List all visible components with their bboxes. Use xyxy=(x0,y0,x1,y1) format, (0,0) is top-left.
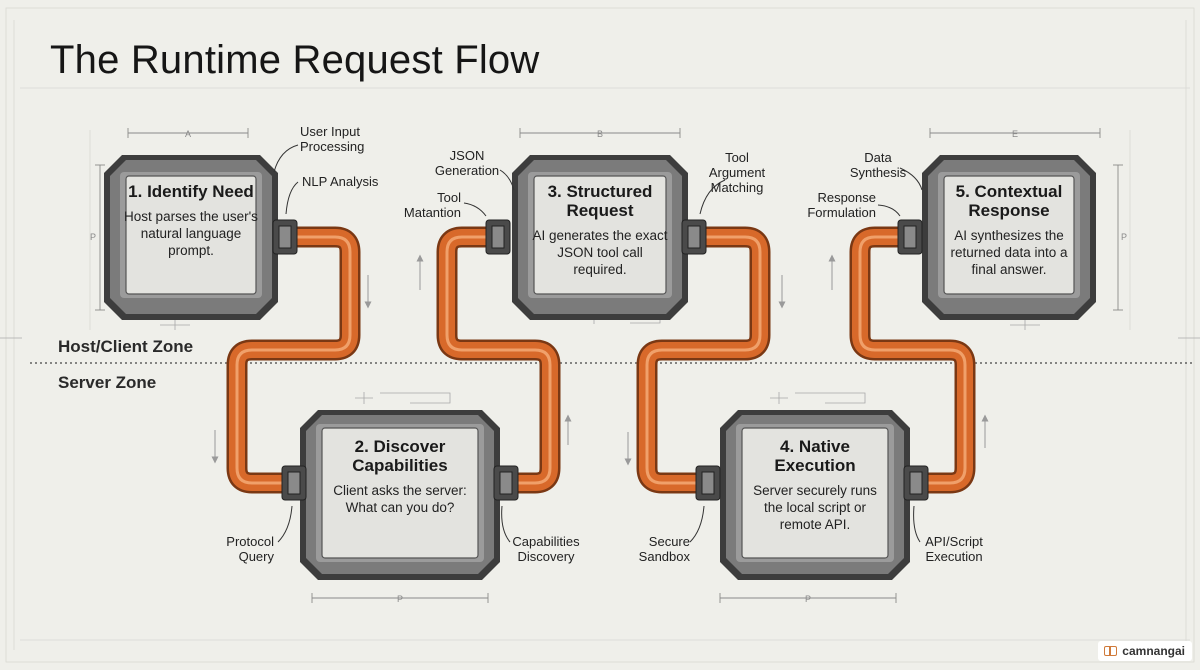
connectors xyxy=(272,219,929,501)
annotation-api-script-execution: API/Script Execution xyxy=(925,534,983,564)
step-1-identify-need: 1. Identify Need Host parses the user's … xyxy=(120,182,262,259)
annotation-response-formulation: Response Formulation xyxy=(807,190,876,220)
pipe-4-to-5 xyxy=(849,226,976,494)
pipe-1-to-2 xyxy=(226,226,361,494)
step-4-description: Server securely runs the local script or… xyxy=(753,483,877,532)
step-2-description: Client asks the server: What can you do? xyxy=(333,483,467,515)
annotation-capabilities-discovery: Capabilities Discovery xyxy=(512,534,580,564)
step-5-title: 5. Contextual Response xyxy=(955,182,1063,220)
step-2-discover-capabilities: 2. Discover Capabilities Client asks the… xyxy=(329,437,471,516)
module-1-body xyxy=(104,155,278,320)
step-4-title: 4. Native Execution xyxy=(774,437,856,475)
module-5-body xyxy=(922,155,1096,320)
step-1-title: 1. Identify Need xyxy=(128,182,254,201)
pipes xyxy=(226,226,976,494)
step-4-native-execution: 4. Native Execution Server securely runs… xyxy=(744,437,886,533)
annotation-leaders xyxy=(273,144,923,543)
step-5-contextual-response: 5. Contextual Response AI synthesizes th… xyxy=(938,182,1080,278)
step-3-description: AI generates the exact JSON tool call re… xyxy=(532,228,668,277)
server-zone-label: Server Zone xyxy=(58,373,157,392)
step-1-description: Host parses the user's natural language … xyxy=(124,209,258,258)
dim-label-p-1: P xyxy=(90,232,96,242)
dim-label-b: B xyxy=(597,129,603,139)
page-title: The Runtime Request Flow xyxy=(50,38,540,82)
annotation-tool-argument-matching: Tool Argument Matching xyxy=(708,150,766,195)
annotation-user-input-processing: User Input Processing xyxy=(300,124,365,154)
step-3-title: 3. Structured Request xyxy=(547,182,653,220)
dim-label-e: E xyxy=(1012,129,1018,139)
brand-watermark: camnangai xyxy=(1098,641,1192,661)
pipe-3-to-4 xyxy=(636,226,771,494)
brand-name: camnangai xyxy=(1122,644,1185,658)
step-2-title: 2. Discover Capabilities xyxy=(352,437,448,475)
dimension-lines xyxy=(95,128,1123,603)
dim-label-p-5: P xyxy=(1121,232,1127,242)
module-2-body xyxy=(300,410,500,580)
dim-label-p-4: P xyxy=(805,594,811,604)
dim-label-p-2: P xyxy=(397,594,403,604)
annotation-secure-sandbox: Secure Sandbox xyxy=(638,534,690,564)
step-5-description: AI synthesizes the returned data into a … xyxy=(950,228,1068,277)
annotation-nlp-analysis: NLP Analysis xyxy=(302,174,379,189)
dimension-letters: A B E P P P P xyxy=(90,129,1127,604)
module-3-body xyxy=(512,155,688,320)
step-3-structured-request: 3. Structured Request AI generates the e… xyxy=(529,182,671,278)
construction-grid xyxy=(0,7,1200,663)
annotation-protocol-query: Protocol Query xyxy=(226,534,274,564)
flow-guide-arrows xyxy=(211,254,989,466)
book-icon xyxy=(1104,646,1118,656)
host-client-zone-label: Host/Client Zone xyxy=(58,337,194,356)
pipe-2-to-3 xyxy=(436,226,561,494)
module-4-body xyxy=(720,410,910,580)
dim-label-a: A xyxy=(185,129,191,139)
annotation-tool-matantion: Tool Matantion xyxy=(403,190,461,220)
annotation-json-generation: JSON Generation xyxy=(434,148,500,178)
annotation-data-synthesis: Data Synthesis xyxy=(849,150,907,180)
